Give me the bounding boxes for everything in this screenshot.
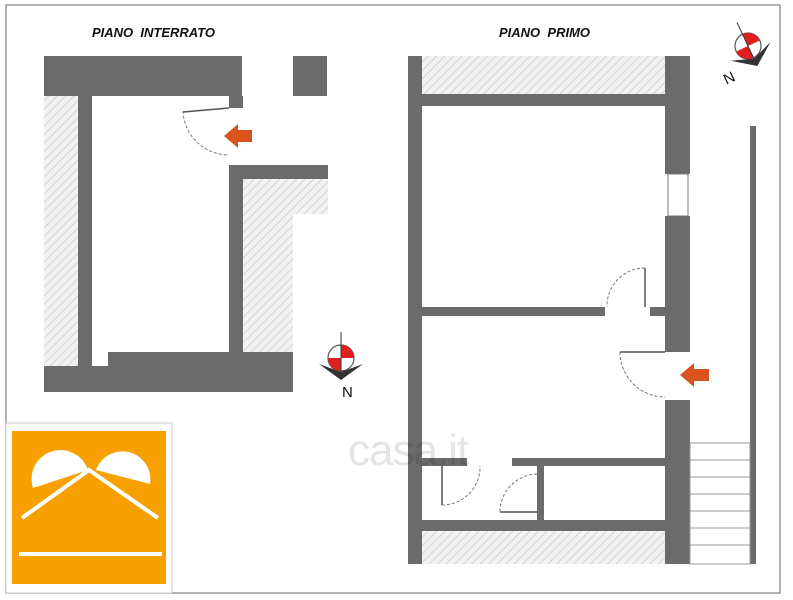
first-wall-right-lower [665,400,690,564]
first-wall-right-mid [665,216,690,352]
basement-plan [44,56,328,392]
first-partition-low-left [422,458,467,466]
first-partition-mid [422,307,605,316]
first-hatch-bottom [422,531,665,564]
first-hatch-top [422,56,665,94]
compass-icon [730,22,771,67]
drawing-frame [5,4,781,594]
basement-wall-bottom [108,352,293,392]
first-door-swing-1 [606,267,646,308]
basement-wall-right [229,96,243,108]
basement-wall-right-lower [229,165,243,352]
house-logo-icon [19,450,162,556]
first-partition-vert [537,466,544,520]
basement-wall-inner-left [78,96,92,366]
first-door-swing-2 [619,351,666,398]
first-floor-title: PIANO PRIMO [499,25,591,40]
compass-north-label: N [342,384,353,401]
first-partition-low [512,458,665,466]
first-door-swing-3 [441,465,481,506]
basement-wall-left-bottom [44,366,108,392]
first-floor-plan [408,56,756,565]
first-wall-right-upper [665,56,690,174]
basement-door-leaf [182,107,230,113]
first-wall-top [422,94,665,106]
agency-logo [5,422,173,594]
first-entrance-arrow-icon [680,363,709,387]
watermark: casa.it [348,426,469,475]
first-window [667,173,689,217]
external-staircase [689,126,756,565]
basement-hatch-left [44,96,78,366]
basement-wall-top [44,56,242,96]
basement-door-swing [182,107,230,156]
first-wall-left [408,56,422,564]
basement-pillar [293,56,327,96]
first-wall-bottom [422,520,665,531]
basement-wall-stub [243,165,328,179]
basement-hatch-top-right [250,176,328,214]
basement-entrance-arrow-icon [224,124,252,148]
compass-icon [319,332,363,380]
basement-title: PIANO INTERRATO [92,25,216,40]
first-partition-mid-right [650,307,665,316]
first-door-swing-4 [499,473,538,513]
